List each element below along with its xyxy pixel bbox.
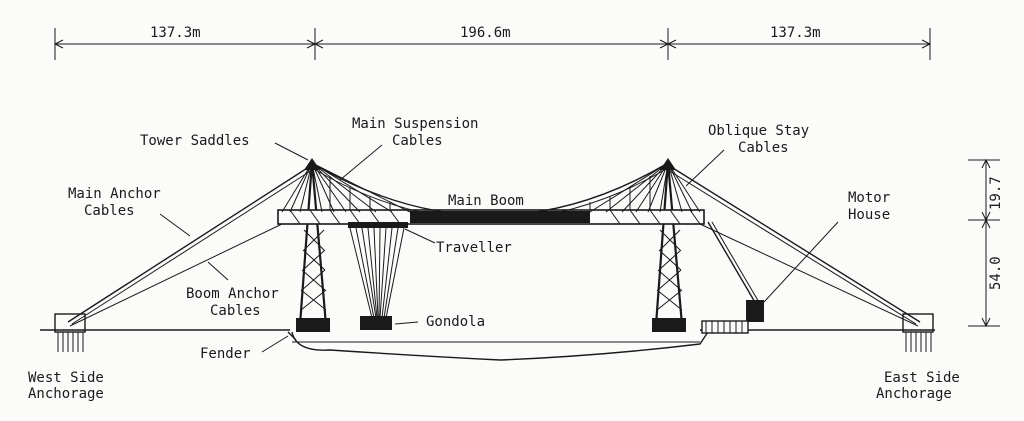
label-east-anchorage-line1: East Side — [884, 370, 960, 386]
east-span-dimension: 137.3m — [770, 25, 821, 41]
main-boom — [277, 209, 705, 225]
label-motor-house-line2: House — [848, 207, 890, 223]
label-motor-house-line1: Motor — [848, 190, 890, 206]
gondola-assembly — [348, 222, 408, 330]
oblique-stay-cables — [281, 162, 701, 213]
boom-anchor-cables — [69, 223, 919, 327]
label-fender: Fender — [200, 346, 251, 362]
label-boom-anchor-line2: Cables — [210, 303, 261, 319]
east-tower — [652, 158, 686, 332]
label-traveller: Traveller — [436, 240, 512, 256]
label-tower-saddles: Tower Saddles — [140, 133, 250, 149]
upper-height-dimension: 19.7 — [988, 176, 1004, 210]
west-tower — [296, 158, 330, 332]
lower-height-dimension: 54.0 — [988, 256, 1004, 290]
label-oblique-stay-line2: Cables — [738, 140, 789, 156]
label-boom-anchor-line1: Boom Anchor — [186, 286, 279, 302]
label-gondola: Gondola — [426, 314, 485, 330]
gondola-car — [360, 316, 392, 330]
east-anchorage — [902, 313, 934, 352]
fender-mark — [287, 331, 297, 341]
main-anchor-cables — [67, 164, 921, 325]
label-main-boom: Main Boom — [448, 193, 524, 209]
west-anchorage — [54, 313, 86, 352]
ground-line — [40, 329, 935, 361]
label-east-anchorage-line2: Anchorage — [876, 386, 952, 402]
label-main-anchor-line2: Cables — [84, 203, 135, 219]
label-west-anchorage-line1: West Side — [28, 370, 104, 386]
height-dimension-line — [968, 158, 1000, 328]
label-west-anchorage-line2: Anchorage — [28, 386, 104, 402]
main-span-dimension: 196.6m — [460, 25, 511, 41]
label-oblique-stay-line1: Oblique Stay — [708, 123, 809, 139]
traveller-carriage — [348, 222, 408, 228]
west-span-dimension: 137.3m — [150, 25, 201, 41]
label-main-anchor-line1: Main Anchor — [68, 186, 161, 202]
motor-house — [701, 221, 764, 334]
label-main-suspension-line1: Main Suspension — [352, 116, 478, 132]
label-main-suspension-line2: Cables — [392, 133, 443, 149]
span-dimension-line — [53, 28, 932, 60]
leader-lines — [159, 142, 839, 353]
